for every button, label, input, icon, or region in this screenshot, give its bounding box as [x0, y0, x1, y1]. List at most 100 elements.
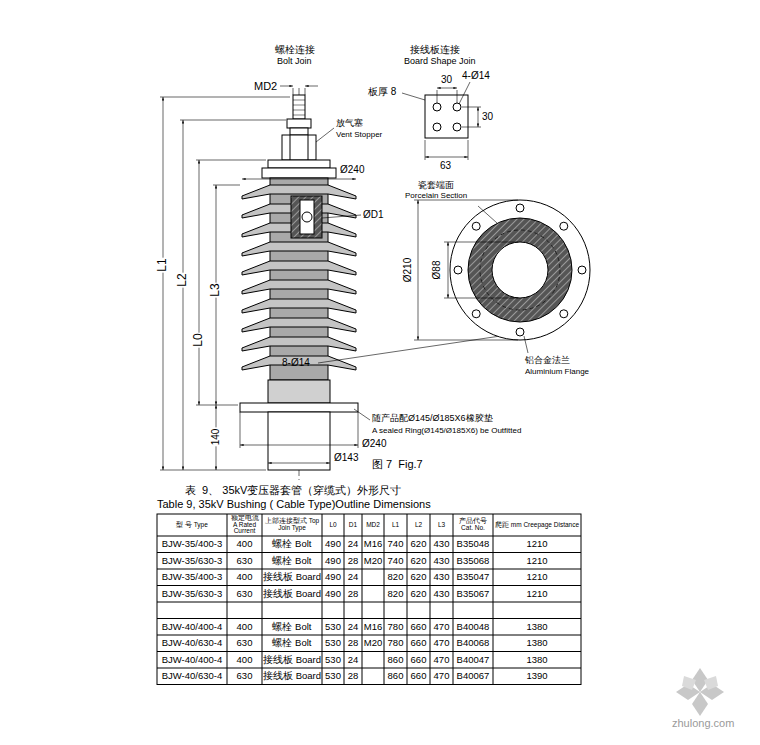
table-cell: 1380 — [494, 636, 580, 651]
note: 板厚 8 — [368, 86, 396, 98]
table-cell: M20 — [363, 636, 383, 651]
table-header: L0 — [323, 515, 343, 535]
table-cell: 630 — [228, 554, 261, 569]
table-cell: 620 — [408, 554, 429, 569]
dimension: 4-Ø14 — [462, 70, 490, 82]
table-cell: B40067 — [454, 669, 492, 684]
table-cell: 接线板 Board — [263, 669, 321, 684]
table-cell: 430 — [431, 570, 452, 585]
table-cell: 470 — [431, 669, 452, 684]
part-name: 铝合金法兰 — [525, 355, 570, 365]
table-cell: M20 — [363, 554, 383, 569]
table-cell: 400 — [228, 537, 261, 552]
part-name: Vent Stopper — [336, 130, 382, 139]
table-cell: 接线板 Board — [263, 587, 321, 602]
table-cell: 1210 — [494, 587, 580, 602]
table-cell: 28 — [345, 554, 361, 569]
dimension: MD2 — [254, 80, 277, 93]
part-name: 放气塞 — [336, 118, 363, 128]
table-cell: B40048 — [454, 620, 492, 635]
table-cell: 1380 — [494, 620, 580, 635]
table-cell: 530 — [323, 620, 343, 635]
table-cell: 430 — [431, 554, 452, 569]
table-cell: 28 — [345, 587, 361, 602]
table-cell: 490 — [323, 537, 343, 552]
table-cell: 860 — [385, 669, 406, 684]
table-cell: 螺栓 Bolt — [263, 636, 321, 651]
table-cell: BJW-40/400-4 — [158, 653, 226, 668]
table-cell: 1210 — [494, 554, 580, 569]
dimension: Ø240 — [340, 164, 364, 176]
table-cell: 24 — [345, 620, 361, 635]
dimension: 63 — [440, 160, 451, 172]
table-cell: 780 — [385, 620, 406, 635]
table-grid — [157, 514, 581, 685]
table-cell: 1380 — [494, 653, 580, 668]
porcelain-section — [414, 200, 590, 353]
table-cell: B40047 — [454, 653, 492, 668]
dimension: L1 — [156, 257, 170, 272]
table-cell: 螺栓 Bolt — [263, 620, 321, 635]
part-title: Bolt Join — [277, 56, 312, 66]
table-cell: 820 — [385, 570, 406, 585]
table-cell: 24 — [345, 537, 361, 552]
dimension: L0 — [192, 332, 206, 347]
dimension: Ø240 — [362, 438, 386, 450]
table-cell: 620 — [408, 537, 429, 552]
table-cell: 螺栓 Bolt — [263, 554, 321, 569]
table-cell: 530 — [323, 636, 343, 651]
part-name: Porcelain Section — [405, 191, 467, 200]
table-cell: 660 — [408, 653, 429, 668]
table-header: 型 号 Type — [158, 515, 226, 535]
table-cell: 螺栓 Bolt — [263, 537, 321, 552]
table-title: 表 9、 35kV变压器套管（穿缆式）外形尺寸 — [185, 484, 401, 497]
watermark: zhulong.com — [672, 717, 734, 730]
table-cell: BJW-35/630-3 — [158, 554, 226, 569]
part-name: Aluminium Flange — [525, 367, 589, 376]
board-connector — [402, 82, 481, 160]
table-header: L3 — [431, 515, 452, 535]
dimension: 30 — [441, 74, 452, 86]
table-cell: 400 — [228, 570, 261, 585]
table-cell: 660 — [408, 636, 429, 651]
dimension: L2 — [176, 272, 190, 287]
table-header: D1 — [345, 515, 361, 535]
dimension: Ø143 — [334, 452, 358, 464]
table-cell: BJW-35/400-3 — [158, 537, 226, 552]
part-title: 接线板连接 — [410, 44, 460, 56]
table-cell: 470 — [431, 620, 452, 635]
table-cell: 630 — [228, 636, 261, 651]
table-cell: BJW-35/400-3 — [158, 570, 226, 585]
table-title: Table 9, 35kV Bushing ( Cable Type)Outli… — [157, 498, 431, 511]
table-cell: BJW-40/630-4 — [158, 669, 226, 684]
table-cell: 28 — [345, 636, 361, 651]
table-header: 产品代号 Cat. No. — [454, 515, 492, 535]
table-cell: 490 — [323, 554, 343, 569]
table-cell: B35068 — [454, 554, 492, 569]
table-cell: 630 — [228, 587, 261, 602]
dimension: 30 — [482, 111, 493, 123]
table-cell: 400 — [228, 653, 261, 668]
table-cell: 490 — [323, 587, 343, 602]
table-cell: 530 — [323, 653, 343, 668]
table-cell: 780 — [385, 636, 406, 651]
part-title: Board Shape Join — [404, 56, 476, 66]
table-cell: BJW-40/630-4 — [158, 636, 226, 651]
table-cell: 430 — [431, 537, 452, 552]
figure-caption: 图 7 Fig.7 — [372, 458, 423, 471]
table-cell: BJW-40/400-4 — [158, 620, 226, 635]
table-cell: BJW-35/630-3 — [158, 587, 226, 602]
part-name: 瓷套端面 — [418, 180, 454, 190]
table-header: 爬距 mm Creepage Distance — [494, 515, 580, 535]
table-header: 上部连接型式 Top Join Type — [263, 515, 321, 535]
dimension: 140 — [210, 428, 222, 447]
table-cell: 860 — [385, 653, 406, 668]
table-cell: 接线板 Board — [263, 570, 321, 585]
note: 随产品配Ø145/Ø185X6橡胶垫 — [372, 413, 493, 423]
table-cell: 660 — [408, 620, 429, 635]
table-cell: 630 — [228, 669, 261, 684]
table-cell: B40068 — [454, 636, 492, 651]
table-cell: 1390 — [494, 669, 580, 684]
